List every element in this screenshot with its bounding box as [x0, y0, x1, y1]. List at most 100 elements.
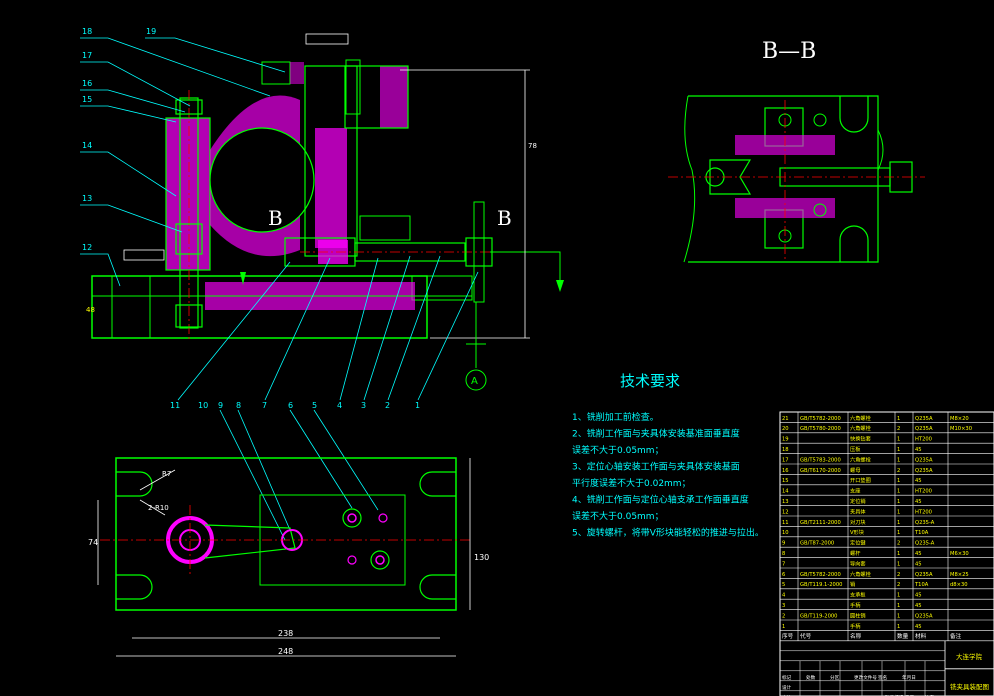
bom-cell-mat: Q235A: [915, 426, 933, 432]
section-bb-break: [683, 95, 696, 263]
bom-header-no: 序号: [782, 632, 794, 640]
bom-cell-name: 螺母: [850, 466, 860, 474]
bom-cell-mat: 45: [915, 551, 922, 557]
bom-cell-name: 螺杆: [850, 549, 860, 557]
bom-cell-qty: 1: [897, 593, 900, 599]
title-label: 分区: [830, 674, 840, 681]
bom-cell-no: 2: [782, 613, 785, 619]
bottom-leaders: [177, 255, 479, 541]
leader-2: [387, 255, 441, 401]
bom-cell-std: GB/T6170-2000: [800, 468, 841, 474]
bom-cell-std: GB/T5780-2000: [800, 426, 841, 432]
bom-cell-name: V形块: [850, 528, 865, 536]
bom-cell-name: 销: [850, 580, 855, 588]
part-no-6: 6: [288, 401, 293, 410]
leader-19: [145, 37, 286, 73]
bom-cell-name: 六角螺栓: [850, 570, 872, 578]
part-no-7: 7: [262, 401, 267, 410]
section-bb-view: B—B: [668, 39, 925, 263]
bom-cell-qty: 1: [897, 416, 900, 422]
tech-line: 平行度误差不大于0.02mm；: [572, 477, 691, 489]
bom-cell-no: 4: [782, 593, 786, 599]
bom-cell-mat: 45: [915, 593, 922, 599]
part-no-11: 11: [170, 401, 180, 410]
pin-top-1: [378, 513, 388, 523]
section-b-arrow: [556, 280, 564, 292]
tolerance-frame-left: [123, 249, 165, 261]
bom-cell-mat: T10A: [914, 582, 929, 588]
bom-cell-mat: 45: [915, 603, 922, 609]
bom-cell-name: 六角螺栓: [850, 424, 872, 432]
bom-cell-qty: 1: [897, 530, 900, 536]
workpiece-arm-top: [204, 524, 296, 559]
bom-cell-qty: 1: [897, 624, 900, 630]
dim-48-text: 48: [86, 306, 95, 314]
bom-cell-no: 9: [782, 541, 785, 547]
bom-cell-mat: Q235A: [915, 457, 933, 463]
bom-cell-no: 8: [782, 551, 785, 557]
tech-line: 3、定位心轴安装工作面与夹具体安装基面: [572, 461, 740, 473]
section-bb-slot-top: [839, 96, 869, 133]
left-leaders: [80, 37, 286, 287]
bom-cell-no: 6: [782, 572, 785, 578]
fixture-base: [91, 275, 428, 339]
bom-cell-qty: 1: [897, 561, 900, 567]
part-no-1: 1: [415, 401, 420, 410]
title-label: 年月日: [902, 674, 916, 681]
leader-17: [80, 61, 191, 107]
bom-cell-mat: 45: [915, 561, 922, 567]
leader-3: [363, 255, 411, 401]
bom-header-qty: 数量: [897, 632, 909, 640]
tech-lines: 1、铣削加工前检查。2、铣削工作面与夹具体安装基准面垂直度 误差不大于0.05m…: [572, 411, 764, 539]
part-numbers-left: 18 17 16 15 14 13 12 19: [82, 27, 156, 252]
bom-cell-mat: Q235A: [915, 416, 933, 422]
tech-line: 1、铣削加工前检查。: [572, 411, 659, 423]
bom-cell-no: 16: [782, 468, 789, 474]
leader-bottom-lower-9: [219, 409, 286, 541]
bom-cell-std: GB/T5782-2000: [800, 572, 841, 578]
title-label: 审核: [782, 694, 792, 696]
dim-74-text: 74: [88, 538, 98, 547]
bom-cell-mat: Q235-A: [915, 520, 935, 526]
bom-cell-name: 对刀块: [850, 518, 866, 526]
section-bb-vblock: [709, 159, 752, 195]
bom-cell-name: 导向套: [850, 559, 866, 567]
front-view: 78 48 A B B: [80, 27, 564, 541]
vblock-left: [359, 215, 411, 241]
dim-130-text: 130: [474, 553, 489, 562]
section-bb-outline: [688, 95, 879, 263]
section-bb-title: B—B: [762, 39, 816, 64]
dim-r7-leader: [139, 469, 176, 491]
bolt-top-1-inner: [347, 513, 357, 523]
bom-cell-mat: Q235A: [915, 613, 933, 619]
bom-cell-no: 11: [782, 520, 789, 526]
nut-bottom: [175, 304, 203, 328]
tech-line: 2、铣削工作面与夹具体安装基准面垂直度: [572, 428, 740, 440]
bom-cell-no: 21: [782, 416, 789, 422]
bom-cell-note: M8×25: [950, 572, 969, 578]
section-b-leader: [490, 251, 561, 290]
leader-4: [339, 257, 379, 401]
bom-cell-mat: 45: [915, 447, 922, 453]
leader-16: [80, 89, 186, 113]
bom-cell-qty: 1: [897, 613, 900, 619]
bom-cell-qty: 2: [897, 582, 900, 588]
small-arrow-left: [240, 272, 246, 285]
part-no-16: 16: [82, 79, 92, 88]
section-bb-hole-tr: [813, 113, 827, 127]
bom-cell-name: 支座: [850, 487, 860, 495]
bom-cell-mat: Q235-A: [915, 541, 935, 547]
title-label: 更改文件号: [854, 674, 877, 681]
part-no-2: 2: [385, 401, 390, 410]
top-bolt: [345, 59, 361, 115]
title-label: 标记: [782, 674, 792, 681]
leader-13: [80, 204, 183, 233]
bom-cell-no: 15: [782, 478, 789, 484]
bom-cell-no: 10: [782, 530, 789, 536]
bolt-top-2-inner: [375, 555, 385, 565]
bom-cell-std: GB/T2111-2000: [800, 520, 841, 526]
dim-238-text: 238: [278, 629, 293, 638]
bom-cell-qty: 2: [897, 468, 900, 474]
top-cap-hatch: [380, 66, 408, 128]
